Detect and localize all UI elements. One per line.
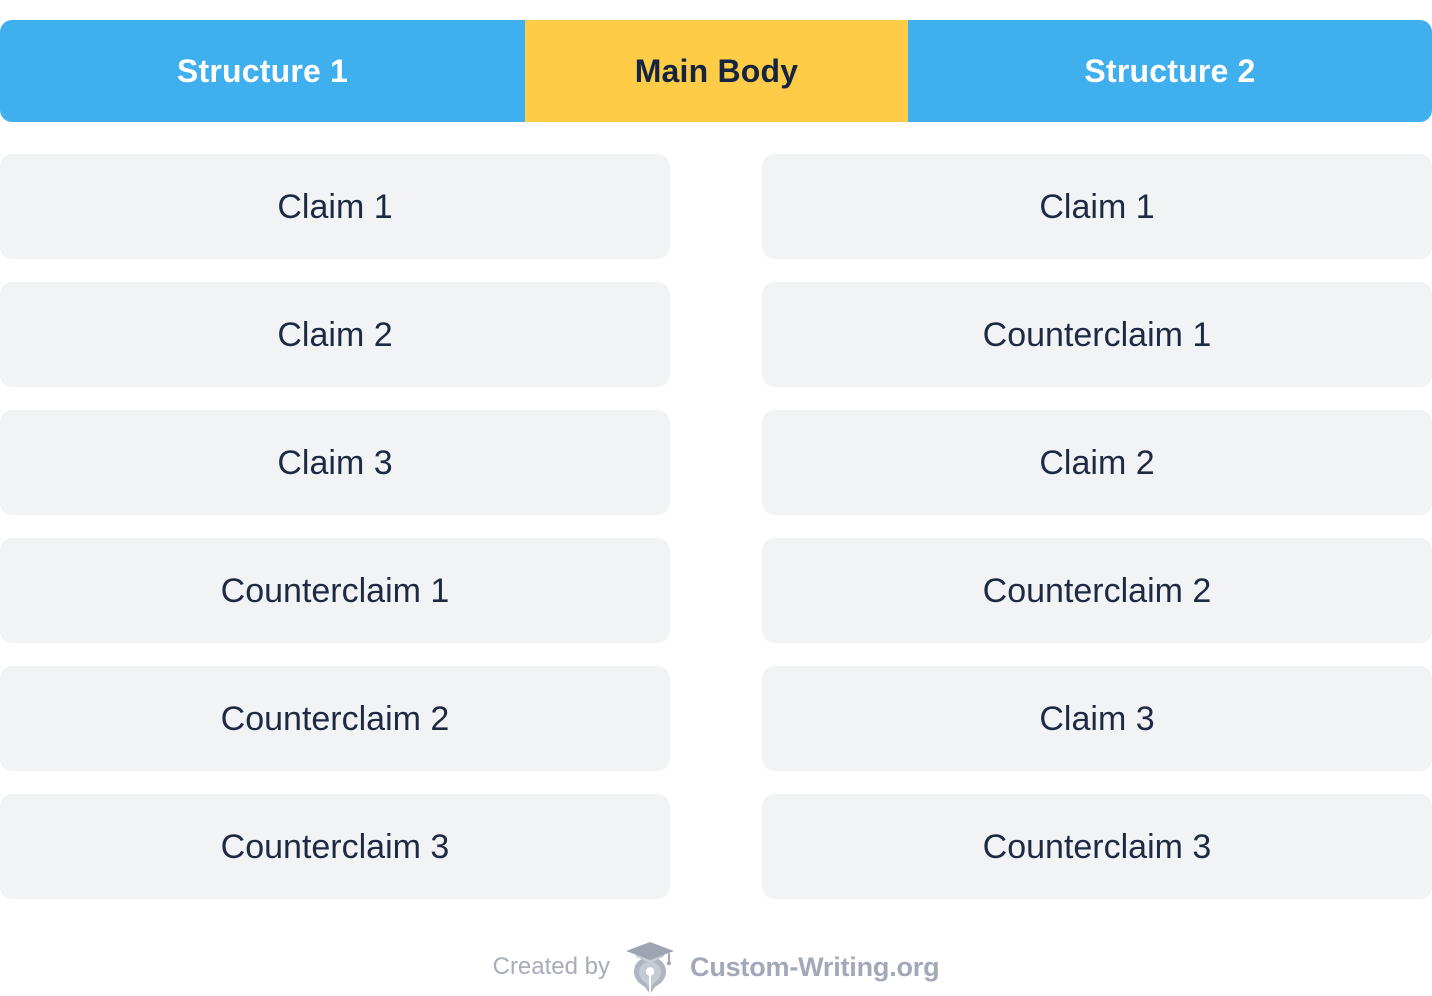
footer-created-by-label: Created by: [492, 953, 611, 980]
list-item: Counterclaim 2: [0, 666, 670, 771]
graduation-cap-pen-nib-icon: [626, 942, 675, 994]
card-label: Claim 2: [1039, 443, 1155, 482]
card-label: Claim 3: [1039, 699, 1155, 738]
list-item: Claim 1: [0, 154, 670, 259]
header-label-structure-1: Structure 1: [176, 53, 349, 89]
list-item: Claim 1: [762, 154, 1432, 259]
list-item: Claim 2: [0, 282, 670, 387]
card-label: Claim 1: [1039, 187, 1155, 226]
list-item: Counterclaim 1: [0, 538, 670, 643]
card-label: Counterclaim 1: [982, 315, 1212, 354]
card-label: Claim 2: [277, 315, 393, 354]
list-item: Claim 3: [762, 666, 1432, 771]
card-label: Claim 1: [277, 187, 393, 226]
card-label: Counterclaim 3: [982, 827, 1212, 866]
card-label: Counterclaim 1: [220, 571, 450, 610]
card-label: Counterclaim 2: [220, 699, 450, 738]
header-label-main-body: Main Body: [634, 53, 799, 89]
list-item: Counterclaim 1: [762, 282, 1432, 387]
header-label-structure-2: Structure 2: [1084, 53, 1256, 89]
list-item: Claim 3: [0, 410, 670, 515]
list-item: Counterclaim 3: [0, 794, 670, 899]
card-label: Counterclaim 2: [982, 571, 1212, 610]
footer-brand-label: Custom-Writing.org: [690, 951, 940, 982]
list-item: Counterclaim 3: [762, 794, 1432, 899]
card-label: Claim 3: [277, 443, 393, 482]
column-structure-2: Claim 1 Counterclaim 1 Claim 2 Countercl…: [762, 154, 1432, 899]
footer-attribution: Created by Custom-Writing.org: [0, 938, 1432, 996]
header-cell-structure-2: Structure 2: [908, 20, 1432, 122]
header-cell-structure-1: Structure 1: [0, 20, 525, 122]
list-item: Counterclaim 2: [762, 538, 1432, 643]
header-bar: Structure 1 Main Body Structure 2: [0, 20, 1432, 122]
header-cell-main-body: Main Body: [525, 20, 908, 122]
list-item: Claim 2: [762, 410, 1432, 515]
column-structure-1: Claim 1 Claim 2 Claim 3 Counterclaim 1 C…: [0, 154, 670, 899]
card-label: Counterclaim 3: [220, 827, 450, 866]
structure-columns: Claim 1 Claim 2 Claim 3 Counterclaim 1 C…: [0, 154, 1432, 899]
